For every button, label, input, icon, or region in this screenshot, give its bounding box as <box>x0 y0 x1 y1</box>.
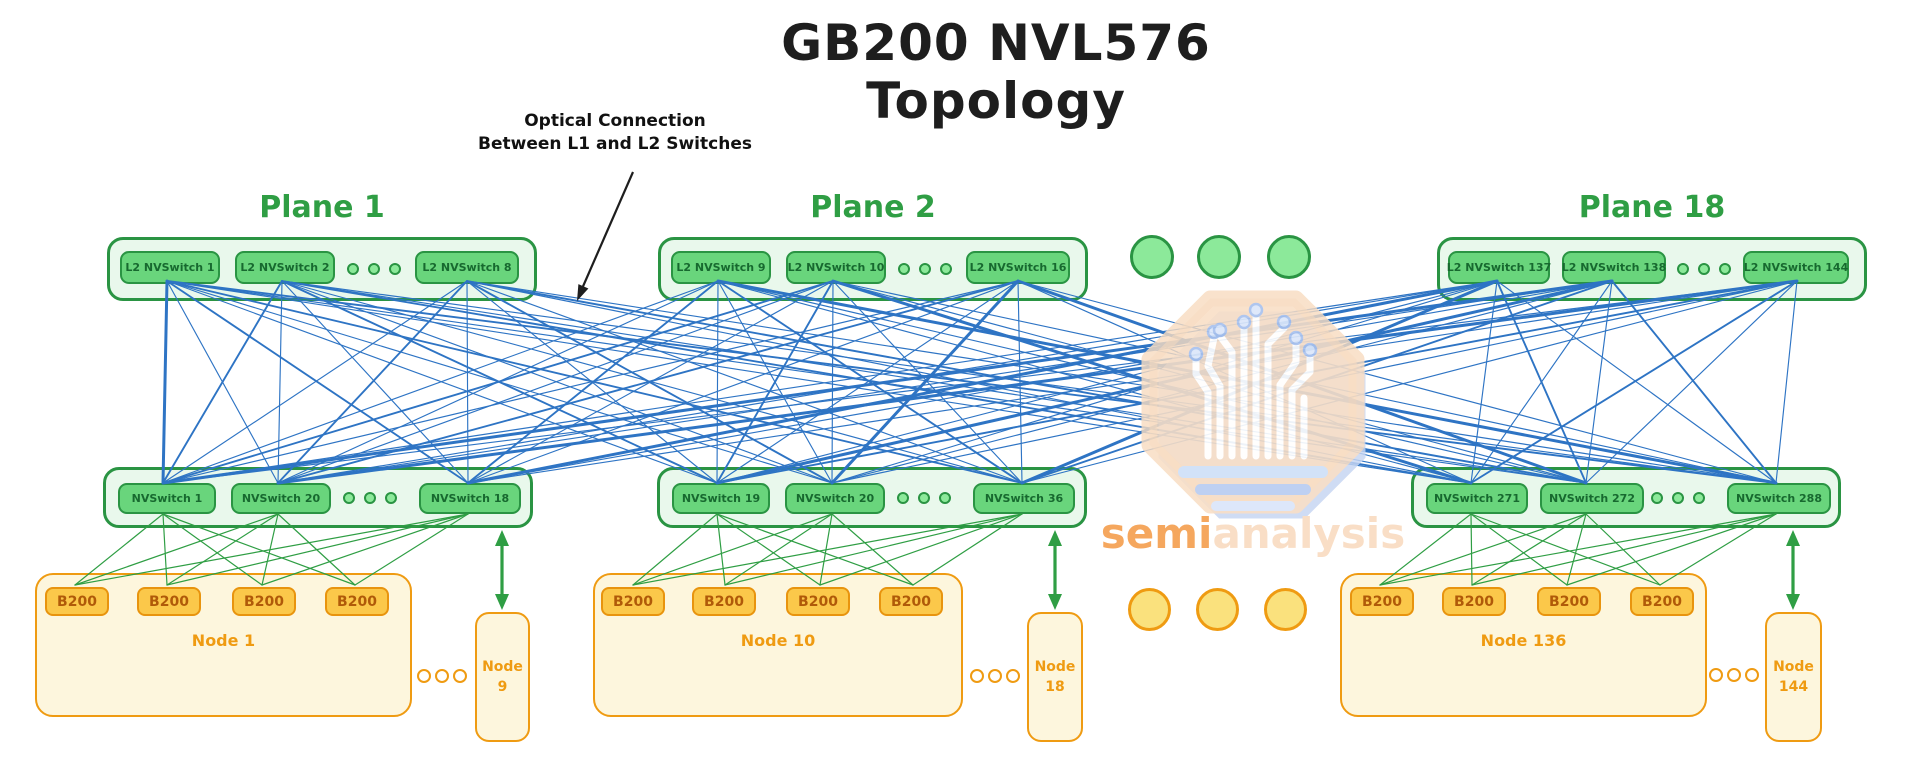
l1-switch: NVSwitch 20 <box>785 483 885 514</box>
l1-switch: NVSwitch 36 <box>973 483 1075 514</box>
node-9-label-word: Node <box>482 659 523 675</box>
l1-group-2-box: NVSwitch 19 NVSwitch 20 NVSwitch 36 <box>657 467 1087 528</box>
gpu-b200: B200 <box>692 587 756 616</box>
plane-18-box: L2 NVSwitch 137 L2 NVSwitch 138 L2 NVSwi… <box>1437 237 1867 301</box>
node-144-label-number: 144 <box>1778 679 1809 695</box>
plane-ellipsis-circle <box>1197 235 1241 279</box>
node-ellipsis-dots <box>417 669 467 683</box>
ellipsis-dots <box>1677 263 1731 275</box>
l2-switch: L2 NVSwitch 2 <box>235 251 335 284</box>
gpu-b200: B200 <box>45 587 109 616</box>
gpu-b200: B200 <box>232 587 296 616</box>
node-18-label-number: 18 <box>1045 679 1065 695</box>
page-title: GB200 NVL576 Topology <box>781 14 1211 130</box>
l2-switch: L2 NVSwitch 8 <box>415 251 519 284</box>
plane-2-label: Plane 2 <box>810 190 936 225</box>
plane-18-label: Plane 18 <box>1578 190 1726 225</box>
annotation-line1: Optical Connection <box>524 111 706 131</box>
l1-switch: NVSwitch 18 <box>419 483 521 514</box>
l1-switch: NVSwitch 271 <box>1426 483 1528 514</box>
node-10-box: B200 B200 B200 B200 Node 10 <box>593 573 963 717</box>
l1-switch: NVSwitch 1 <box>118 483 216 514</box>
node-1-label: Node 1 <box>191 631 256 650</box>
l1-switch: NVSwitch 288 <box>1727 483 1831 514</box>
gpu-b200: B200 <box>1442 587 1506 616</box>
node-9-box: Node 9 <box>475 612 530 742</box>
lightbulb-circuit-icon <box>1192 312 1314 460</box>
l1-switch: NVSwitch 272 <box>1540 483 1644 514</box>
node-144-label-word: Node <box>1773 659 1814 675</box>
node-ellipsis-circle <box>1196 588 1239 631</box>
annotation-arrow <box>577 171 635 301</box>
annotation-line2: Between L1 and L2 Switches <box>478 134 752 154</box>
node-18-box: Node 18 <box>1027 612 1083 742</box>
watermark-logo: semianalysis <box>1101 290 1405 558</box>
gpu-b200: B200 <box>1630 587 1694 616</box>
watermark-wordmark: semianalysis <box>1101 509 1405 558</box>
l1-group-18-box: NVSwitch 271 NVSwitch 272 NVSwitch 288 <box>1411 467 1841 528</box>
plane-2-box: L2 NVSwitch 9 L2 NVSwitch 10 L2 NVSwitch… <box>658 237 1088 301</box>
node-136-box: B200 B200 B200 B200 Node 136 <box>1340 573 1707 717</box>
watermark-octagon <box>1141 290 1365 514</box>
l1-switch: NVSwitch 20 <box>231 483 331 514</box>
node-1-box: B200 B200 B200 B200 Node 1 <box>35 573 412 717</box>
gpu-b200: B200 <box>879 587 943 616</box>
node-144-box: Node 144 <box>1765 612 1822 742</box>
gpu-b200: B200 <box>325 587 389 616</box>
gpu-b200: B200 <box>786 587 850 616</box>
node-ellipsis-dots <box>1709 668 1759 682</box>
ellipsis-dots <box>1651 491 1705 504</box>
optical-connection-annotation: Optical Connection Between L1 and L2 Swi… <box>450 110 780 156</box>
ellipsis-dots <box>347 263 401 275</box>
node-ellipsis-circle <box>1128 588 1171 631</box>
watermark-shadow <box>1158 311 1366 519</box>
node-ellipsis-dots <box>970 669 1020 683</box>
l2-switch: L2 NVSwitch 10 <box>786 251 886 284</box>
ellipsis-dots <box>898 263 952 275</box>
l2-switch: L2 NVSwitch 9 <box>671 251 771 284</box>
l2-switch: L2 NVSwitch 1 <box>120 251 220 284</box>
plane-1-label: Plane 1 <box>259 190 385 225</box>
plane-ellipsis-circle <box>1267 235 1311 279</box>
l2-switch: L2 NVSwitch 137 <box>1447 251 1551 284</box>
node-18-label-word: Node <box>1034 659 1076 675</box>
ellipsis-dots <box>897 491 951 504</box>
ellipsis-dots <box>343 491 397 504</box>
l2-switch: L2 NVSwitch 144 <box>1743 251 1849 284</box>
l2-switch: L2 NVSwitch 16 <box>966 251 1070 284</box>
lightbulb-base <box>1178 466 1328 511</box>
circuit-node-dots <box>1188 302 1318 362</box>
l2-l1-optical-links <box>161 279 1799 485</box>
l2-switch: L2 NVSwitch 138 <box>1562 251 1666 284</box>
gpu-b200: B200 <box>137 587 201 616</box>
gpu-b200: B200 <box>601 587 665 616</box>
plane-1-box: L2 NVSwitch 1 L2 NVSwitch 2 L2 NVSwitch … <box>107 237 537 301</box>
plane-ellipsis-circle <box>1130 235 1174 279</box>
node-136-label: Node 136 <box>1480 631 1567 650</box>
gpu-b200: B200 <box>1537 587 1601 616</box>
l1-group-1-box: NVSwitch 1 NVSwitch 20 NVSwitch 18 <box>103 467 533 528</box>
node-9-label-number: 9 <box>497 679 508 695</box>
node-ellipsis-circle <box>1264 588 1307 631</box>
l1-switch: NVSwitch 19 <box>672 483 770 514</box>
gpu-b200: B200 <box>1350 587 1414 616</box>
node-10-label: Node 10 <box>740 631 816 650</box>
